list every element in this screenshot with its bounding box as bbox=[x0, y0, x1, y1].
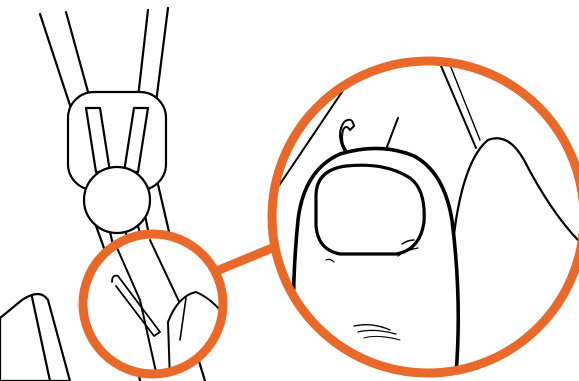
pliers-pivot bbox=[84, 167, 150, 233]
magnifier-ring-icon bbox=[272, 40, 579, 374]
thumb-icon bbox=[293, 148, 458, 374]
small-magnifier bbox=[83, 232, 226, 381]
